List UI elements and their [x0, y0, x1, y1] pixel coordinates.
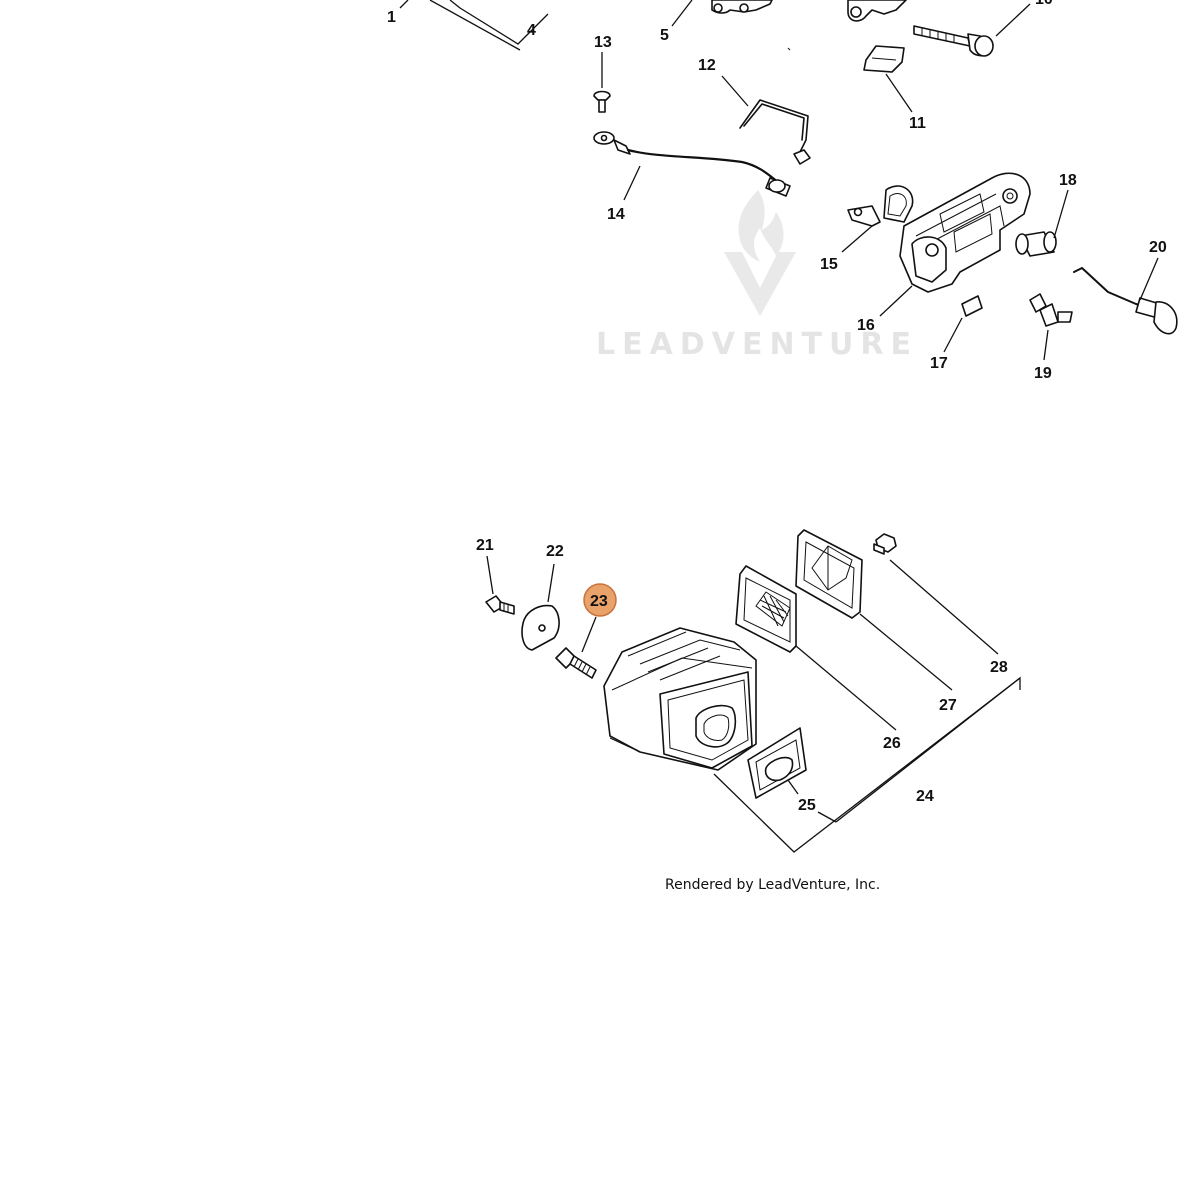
part-label-1: 1 — [387, 9, 396, 26]
part-28 — [873, 533, 999, 655]
part-20 — [1073, 257, 1178, 335]
part-10 — [847, 0, 1031, 57]
part-label-27: 27 — [939, 697, 957, 714]
part-15 — [841, 185, 914, 253]
part-27 — [795, 529, 953, 691]
part-12 — [721, 75, 811, 165]
part-13 — [593, 52, 611, 113]
part-label-21: 21 — [476, 537, 494, 554]
part-label-13: 13 — [594, 34, 612, 51]
footer-credit: Rendered by LeadVenture, Inc. — [665, 877, 880, 893]
part-label-11: 11 — [909, 115, 926, 132]
part-label-19: 19 — [1034, 365, 1052, 382]
flame-icon — [738, 190, 784, 262]
part-14 — [593, 131, 791, 201]
part-16 — [879, 172, 1031, 317]
part-label-18: 18 — [1059, 172, 1077, 189]
part-label-20: 20 — [1149, 239, 1167, 256]
part-label-12: 12 — [698, 57, 716, 74]
part-22 — [521, 563, 560, 651]
part-25 — [747, 727, 837, 823]
part-label-25: 25 — [798, 797, 816, 814]
v-logo-icon — [724, 252, 796, 316]
part-label-5: 5 — [660, 27, 669, 44]
part-label-28: 28 — [990, 659, 1008, 676]
part-23 — [555, 616, 597, 679]
part-label-10: 10 — [1035, 0, 1053, 8]
part-label-4: 4 — [527, 22, 536, 39]
watermark-logo: LEADVENTURE — [596, 190, 918, 362]
highlight-marker-23[interactable] — [583, 583, 617, 617]
part-label-15: 15 — [820, 256, 838, 273]
part-24-muffler — [603, 627, 1021, 853]
part-label-23[interactable]: 23 — [590, 593, 608, 610]
part-11 — [863, 45, 913, 113]
part-label-22: 22 — [546, 543, 564, 560]
part-label-14: 14 — [607, 206, 625, 223]
part-group-1-4 — [399, 0, 549, 51]
part-label-26: 26 — [883, 735, 901, 752]
part-26 — [735, 565, 897, 731]
part-label-16: 16 — [857, 317, 875, 334]
part-19 — [1029, 293, 1073, 361]
part-21 — [485, 555, 515, 615]
part-label-24: 24 — [916, 788, 934, 805]
part-17 — [943, 295, 983, 353]
watermark-text: LEADVENTURE — [596, 327, 918, 362]
part-18 — [1015, 189, 1069, 257]
part-label-17: 17 — [930, 355, 948, 372]
part-5 — [671, 0, 773, 27]
